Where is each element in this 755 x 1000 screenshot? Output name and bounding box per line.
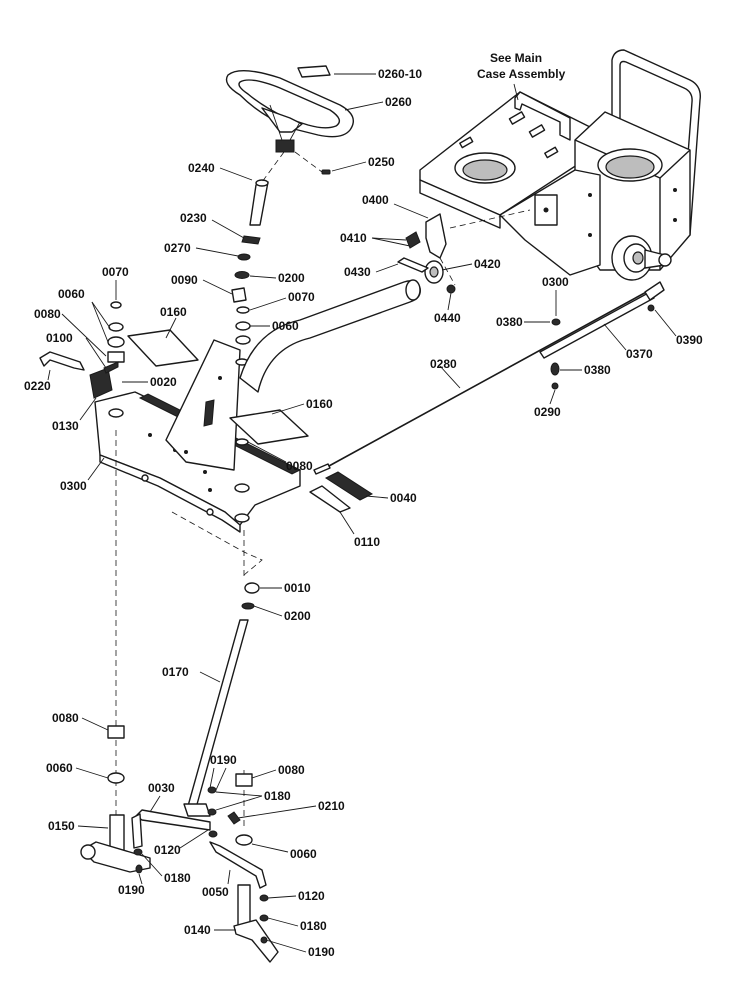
bushing-0010: [244, 582, 260, 594]
handle-0110: [309, 485, 351, 513]
washer-stack-left-bot: [107, 336, 125, 348]
callout-label: 0280: [430, 357, 457, 371]
callout-label: 0070: [288, 290, 315, 304]
callout-label: 0100: [46, 331, 73, 345]
tie-rod-0050: [209, 841, 267, 889]
callout-label: 0200: [278, 271, 305, 285]
callout-label: 0190: [118, 883, 145, 897]
callout-label: 0250: [368, 155, 395, 169]
note-line-1: See Main: [490, 51, 542, 65]
callout-label: 0190: [308, 945, 335, 959]
callout-label: 0170: [162, 665, 189, 679]
plate-0160-left: [127, 329, 199, 367]
spring: [89, 367, 113, 399]
handle-0040: [324, 471, 374, 501]
steering-wheel: [225, 70, 354, 153]
callout-label: 0210: [318, 799, 345, 813]
spindle-washer-right: [235, 834, 253, 846]
callout-label: 0240: [188, 161, 215, 175]
main-case-assembly: [419, 49, 701, 281]
wheel-cap: [297, 65, 331, 78]
spring-clip: [39, 351, 85, 371]
callout-label: 0440: [434, 311, 461, 325]
steering-tube: [239, 279, 421, 393]
hair-clip: [103, 361, 119, 374]
callout-label: 0200: [284, 609, 311, 623]
washer-0200: [234, 271, 250, 279]
callout-label: 0300: [60, 479, 87, 493]
callout-label: 0060: [58, 287, 85, 301]
callout-label: 0080: [52, 711, 79, 725]
note-line-2: Case Assembly: [477, 67, 566, 81]
callout-label: 0300: [542, 275, 569, 289]
callout-label: 0400: [362, 193, 389, 207]
callout-label: 0060: [46, 761, 73, 775]
spindle-nut-left: [107, 725, 125, 739]
callout-label: 0180: [264, 789, 291, 803]
callout-label: 0380: [496, 315, 523, 329]
callout-label: 0290: [534, 405, 561, 419]
plate-0160-right: [229, 409, 309, 445]
callout-label: 0180: [164, 871, 191, 885]
callout-label: 0040: [390, 491, 417, 505]
roll-pin: [321, 169, 331, 175]
right-spindle: [233, 884, 279, 963]
nut-0440: [446, 284, 456, 294]
callout-label: 0190: [210, 753, 237, 767]
callout-label: 0030: [148, 781, 175, 795]
callout-label: 0260: [385, 95, 412, 109]
callout-label: 0110: [354, 535, 380, 549]
callout-label: 0390: [676, 333, 703, 347]
callout-label: 0150: [48, 819, 75, 833]
callout-label: 0410: [340, 231, 367, 245]
shaft-bushing: [241, 235, 261, 245]
callout-label: 0050: [202, 885, 229, 899]
washer-stack-right-mid: [235, 321, 251, 331]
callouts: See Main Case Assembly 0260-10 0260 0250…: [24, 51, 703, 959]
callout-label: 0130: [52, 419, 79, 433]
callout-label: 0080: [286, 459, 313, 473]
bolt-0430: [397, 257, 429, 273]
clip-0410: [405, 231, 421, 249]
washer-stack-left-top: [110, 301, 122, 309]
callout-label: 0160: [160, 305, 187, 319]
callout-label: 0080: [34, 307, 61, 321]
callout-label: 0230: [180, 211, 207, 225]
callout-label: 0370: [626, 347, 653, 361]
callout-label: 0260-10: [378, 67, 422, 81]
callout-label: 0270: [164, 241, 191, 255]
flange-bushing: [231, 287, 247, 303]
left-spindle: [80, 814, 151, 873]
callout-label: 0010: [284, 581, 311, 595]
steering-shaft: [249, 151, 285, 226]
washer-stack-right-bot: [235, 335, 251, 345]
callout-label: 0090: [171, 273, 198, 287]
washer-stack-right-top: [236, 306, 250, 314]
spindle-nut-right: [235, 773, 253, 787]
callout-label: 0380: [584, 363, 611, 377]
spindle-washer-left: [107, 772, 125, 784]
callout-label: 0070: [102, 265, 129, 279]
bracket-0400: [425, 213, 447, 259]
callout-label: 0160: [306, 397, 333, 411]
cable-0280: [317, 289, 651, 473]
nut-left: [107, 351, 125, 363]
callout-label: 0420: [474, 257, 501, 271]
washer-0270: [237, 253, 251, 261]
callout-label: 0020: [150, 375, 177, 389]
callout-label: 0060: [290, 847, 317, 861]
callout-label: 0180: [300, 919, 327, 933]
callout-label: 0120: [298, 889, 325, 903]
callout-label: 0060: [272, 319, 299, 333]
washer-lower-0200: [241, 602, 255, 610]
callout-label: 0140: [184, 923, 211, 937]
callout-label: 0120: [154, 843, 181, 857]
callout-label: 0430: [344, 265, 371, 279]
leader-lines: [47, 73, 677, 953]
washer-stack-left-mid: [108, 322, 124, 332]
callout-label: 0080: [278, 763, 305, 777]
callout-label: 0220: [24, 379, 51, 393]
